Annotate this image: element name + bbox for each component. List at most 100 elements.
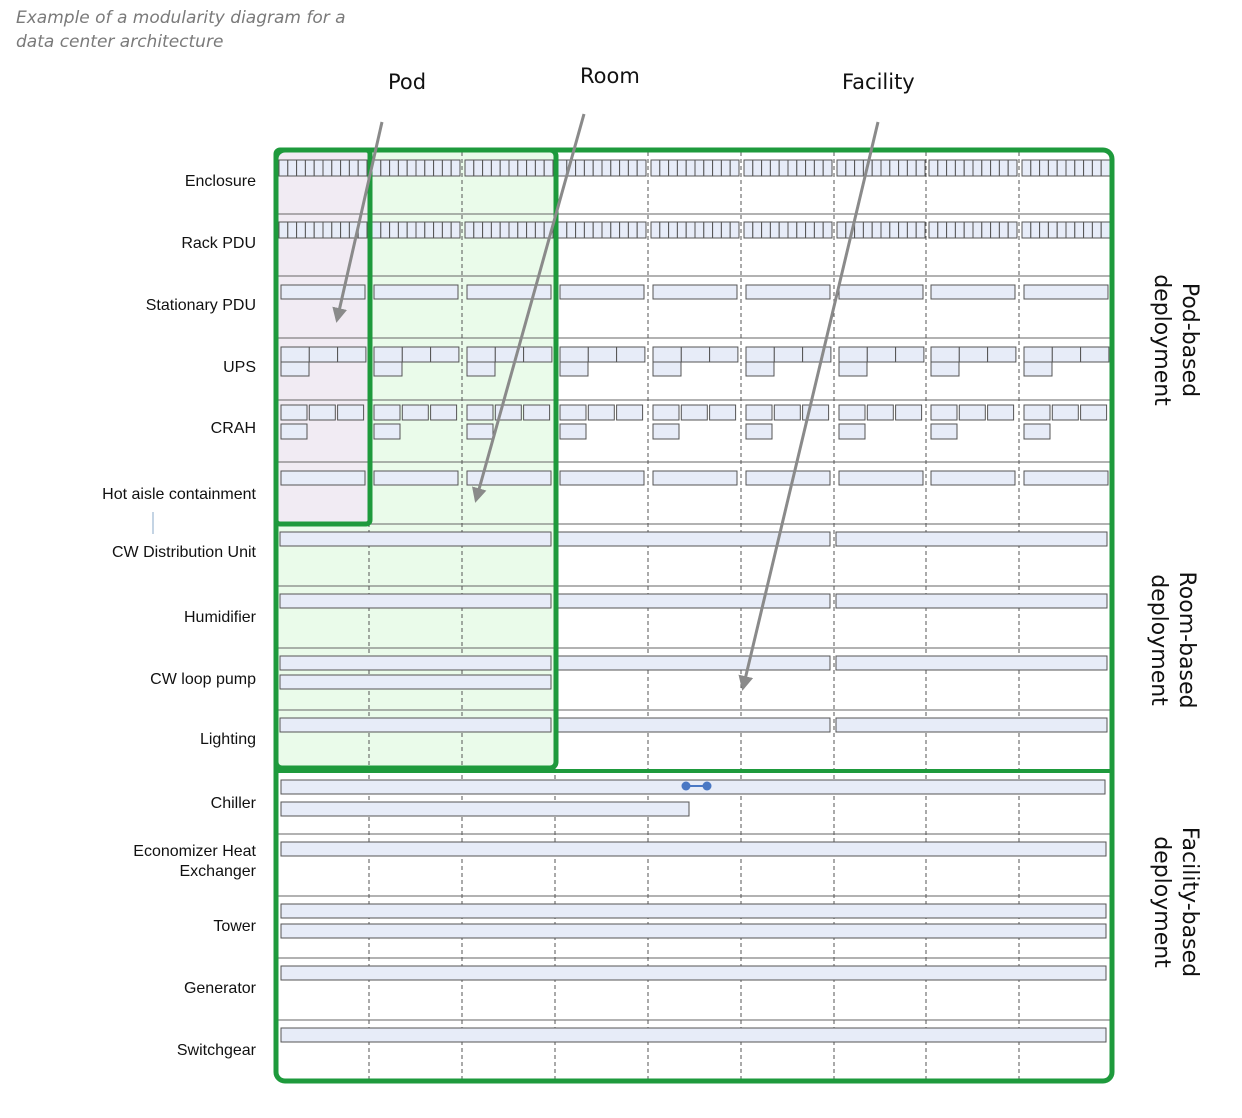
- enclosure-module: [304, 159, 315, 177]
- rack-pdu-module: [389, 221, 399, 239]
- pod-frame: [273, 147, 373, 527]
- enclosure-module: [972, 159, 983, 177]
- ups-module: [930, 361, 960, 377]
- enclosure-module: [1056, 159, 1067, 177]
- tower-module: [280, 903, 1107, 919]
- rack-pdu-module: [566, 221, 577, 239]
- crah-module: [373, 423, 401, 440]
- scope-label-facility: Facility: [842, 70, 915, 94]
- enclosure-module: [534, 159, 545, 177]
- enclosure-module: [981, 159, 992, 177]
- rack-pdu-module: [676, 221, 687, 239]
- row-label-generator: Generator: [183, 980, 256, 997]
- enclosure-module: [499, 159, 510, 177]
- deployment-label-facility: Facility-based deployment: [1147, 752, 1203, 1052]
- enclosure-module: [990, 159, 1000, 177]
- hot-aisle-containment-module: [838, 470, 924, 486]
- rack-pdu-module: [601, 221, 612, 239]
- enclosure-module: [340, 159, 350, 177]
- enclosure-module: [1007, 159, 1018, 177]
- rack-pdu-module: [761, 221, 771, 239]
- crah-module: [745, 423, 773, 440]
- rack-pdu-module: [490, 221, 501, 239]
- enclosure-module: [490, 159, 501, 177]
- humidifier-module: [279, 593, 552, 609]
- crah-module: [866, 404, 894, 421]
- connector-node-right: [702, 781, 712, 791]
- stationary-pdu-module: [559, 284, 645, 300]
- caption-line-1: Example of a modularity diagram for a: [16, 8, 346, 28]
- enclosure-module: [557, 159, 568, 177]
- connector-node-left: [681, 781, 691, 791]
- rack-pdu-module: [1007, 221, 1018, 239]
- ups-module: [308, 346, 339, 363]
- economizer-heat-exchanger-module: [280, 841, 1107, 857]
- ups-module: [587, 346, 618, 363]
- hot-aisle-containment-module: [745, 470, 831, 486]
- enclosure-module: [627, 159, 638, 177]
- enclosure-module: [805, 159, 815, 177]
- chiller-connector: [681, 781, 712, 791]
- crah-module: [930, 404, 958, 421]
- ups-module: [466, 361, 496, 377]
- enclosure-module: [1047, 159, 1058, 177]
- deployment-facility-line-2: deployment: [1149, 836, 1174, 968]
- stationary-pdu-module: [930, 284, 1016, 300]
- rack-pdu-module: [1091, 221, 1102, 239]
- rack-pdu-module: [915, 221, 926, 239]
- enclosure-module: [433, 159, 443, 177]
- enclosure-module: [406, 159, 417, 177]
- crah-module: [280, 404, 308, 421]
- crah-module: [895, 404, 923, 421]
- rack-pdu-module: [406, 221, 417, 239]
- rack-pdu-module: [694, 221, 705, 239]
- pod-arrow: [332, 121, 384, 323]
- ups-module: [559, 346, 589, 363]
- stationary-pdu-module: [373, 284, 459, 300]
- rack-pdu-module: [937, 221, 948, 239]
- enclosure-module: [906, 159, 917, 177]
- enclosure-module: [769, 159, 780, 177]
- rack-pdu-module: [450, 221, 461, 239]
- enclosure-module: [619, 159, 629, 177]
- enclosure-module: [357, 159, 368, 177]
- rack-pdu-module: [441, 221, 452, 239]
- rack-pdu-module: [619, 221, 629, 239]
- rack-pdu-module: [433, 221, 443, 239]
- rack-pdu-module: [928, 221, 939, 239]
- enclosure-module: [389, 159, 399, 177]
- caption-line-2: data center architecture: [16, 32, 224, 52]
- enclosure-module: [796, 159, 807, 177]
- cw-distribution-unit-module: [279, 531, 552, 547]
- crah-module: [773, 404, 801, 421]
- rack-pdu-module: [1074, 221, 1085, 239]
- enclosure-module: [761, 159, 771, 177]
- crah-module: [680, 404, 708, 421]
- rack-pdu-module: [508, 221, 519, 239]
- switchgear-module: [280, 1027, 1107, 1043]
- enclosure-module: [441, 159, 452, 177]
- crah-module: [466, 404, 494, 421]
- ups-module: [523, 346, 553, 363]
- crah-module: [745, 404, 773, 421]
- humidifier-module: [835, 593, 1108, 609]
- rack-pdu-module: [464, 221, 475, 239]
- ups-module: [1023, 361, 1053, 377]
- enclosure-module: [313, 159, 324, 177]
- crah-module: [1051, 404, 1079, 421]
- rack-pdu-module: [972, 221, 983, 239]
- enclosure-module: [464, 159, 475, 177]
- row-label-stationary-pdu: Stationary PDU: [145, 297, 256, 314]
- ups-module: [1080, 346, 1110, 363]
- crah-module: [559, 423, 587, 440]
- enclosure-module: [946, 159, 956, 177]
- hot-aisle-containment-module: [1023, 470, 1109, 486]
- rack-pdu-module: [517, 221, 528, 239]
- humidifier-module: [556, 593, 831, 609]
- rack-pdu-module: [1021, 221, 1032, 239]
- enclosure-module: [1091, 159, 1102, 177]
- enclosure-module: [1100, 159, 1111, 177]
- cw-loop-pump-module: [279, 674, 552, 690]
- rack-pdu-module: [898, 221, 908, 239]
